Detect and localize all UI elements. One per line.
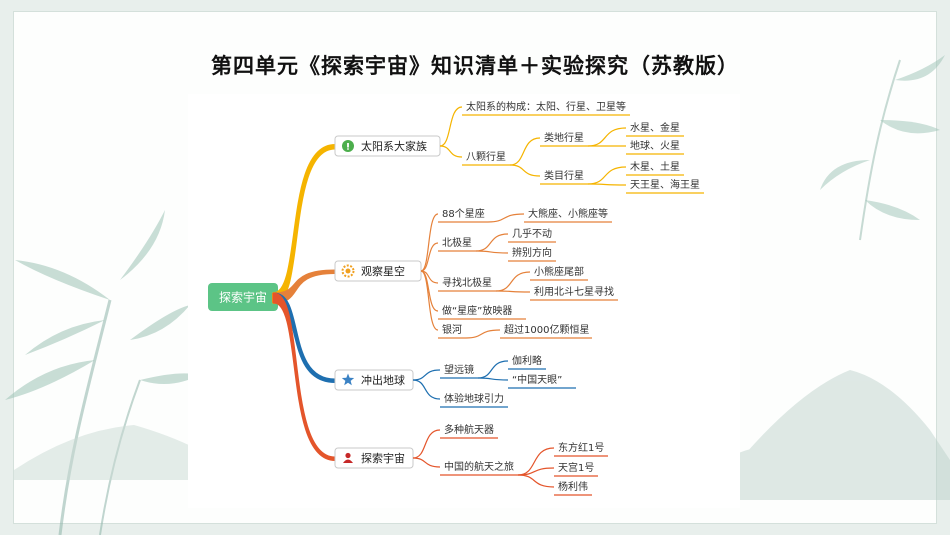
sub-connector [439, 106, 463, 147]
node-text: 天王星、海王星 [630, 178, 700, 191]
sub-connector [517, 474, 555, 488]
node-text: 银河 [442, 323, 462, 336]
node-text: 多种航天器 [444, 423, 494, 436]
node-text: 望远镜 [444, 363, 474, 376]
node-text: 太阳系的构成：太阳、行星、卫星等 [466, 100, 626, 113]
star-icon [341, 373, 355, 386]
root-node-label: 探索宇宙 [219, 290, 267, 305]
node-text: 水星、金星 [630, 121, 680, 134]
sub-connector [495, 290, 531, 293]
node-text: 做“星座”放映器 [442, 304, 512, 317]
node-text: 地球、火星 [630, 139, 680, 152]
page-title: 第四单元《探索宇宙》知识清单＋实验探究（苏教版） [211, 54, 739, 78]
sub-connector [420, 270, 439, 331]
node-text: 类地行星 [544, 131, 584, 144]
branch-node-label: 观察星空 [361, 264, 405, 278]
sub-connector [412, 457, 441, 468]
node-text: “中国天眼” [512, 373, 562, 386]
person-icon [343, 452, 353, 463]
node-text: 东方红1号 [558, 441, 604, 454]
sub-connector [487, 213, 525, 223]
node-text: 几乎不动 [512, 228, 552, 240]
branch-node-label: 冲出地球 [361, 373, 405, 387]
node-text: 利用北斗七星寻找 [534, 285, 614, 298]
node-text: 类目行星 [544, 169, 584, 182]
sub-connector [509, 164, 541, 177]
node-text: 小熊座尾部 [534, 265, 584, 278]
node-text: 辨别方向 [512, 246, 552, 259]
root-node [208, 283, 278, 311]
node-text: 寻找北极星 [442, 276, 492, 289]
node-text: 88个星座 [442, 207, 485, 220]
sub-connector [420, 242, 439, 272]
node-text: 杨利伟 [558, 480, 588, 493]
sub-connector [477, 377, 509, 381]
node-text: 木星、土星 [630, 160, 680, 173]
sub-connector [420, 213, 439, 272]
node-text: 伽利略 [512, 354, 542, 367]
node-text: 体验地球引力 [444, 392, 504, 405]
node-text: 超过1000亿颗恒星 [504, 323, 589, 336]
branch-node-label: 探索宇宙 [361, 451, 405, 465]
sub-connector [475, 250, 509, 254]
sub-connector [412, 369, 441, 381]
sub-connector [412, 379, 441, 400]
node-text: 大熊座、小熊座等 [528, 207, 608, 220]
sub-connector [509, 137, 541, 166]
sub-connector [439, 145, 463, 158]
node-text: 北极星 [442, 236, 472, 249]
sub-connector [587, 183, 627, 186]
sub-connector [465, 329, 501, 339]
branch-node-label: 太阳系大家族 [361, 139, 427, 153]
sub-connector [412, 429, 441, 459]
node-text: 天宫1号 [558, 461, 594, 474]
node-text: 八颗行星 [466, 150, 506, 163]
gear-icon [341, 264, 355, 278]
node-text: 中国的航天之旅 [444, 460, 514, 473]
info-icon [342, 140, 354, 152]
